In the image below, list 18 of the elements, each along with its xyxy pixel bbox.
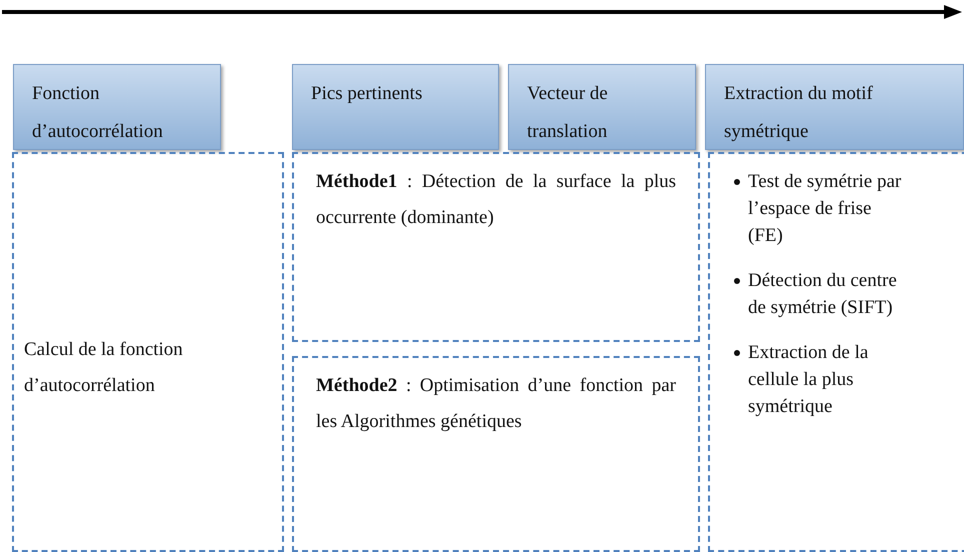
dashed-box [292,152,700,342]
header-box [292,64,499,150]
box-text: Méthode2 : Optimisation d’une fonction par les Algorithmes génétiques [316,374,676,434]
box-text: Extraction du motif symétrique [724,82,874,144]
box-text: Pics pertinents [311,82,424,106]
box-text: Calcul de la fonction d’autocorrélation [24,338,184,398]
dashed-box [708,152,964,552]
header-box [508,64,696,150]
header-box [13,64,221,150]
box-text: Vecteur de translation [527,82,609,144]
dashed-box [12,152,284,552]
bullet-item: Détection du centre de symétrie (SIFT) [748,270,897,318]
dashed-box [292,356,700,552]
bullet-item: Extraction de la cellule la plus symétrique [748,342,868,417]
box-text: Méthode1 : Détection de la surface la plus occurrente (dominante) [316,170,676,230]
box-text: Fonction d’autocorrélation [32,82,164,144]
bullet-item: Test de symétrie par l’espace de frise (FE) [748,171,902,246]
header-box [705,64,964,150]
